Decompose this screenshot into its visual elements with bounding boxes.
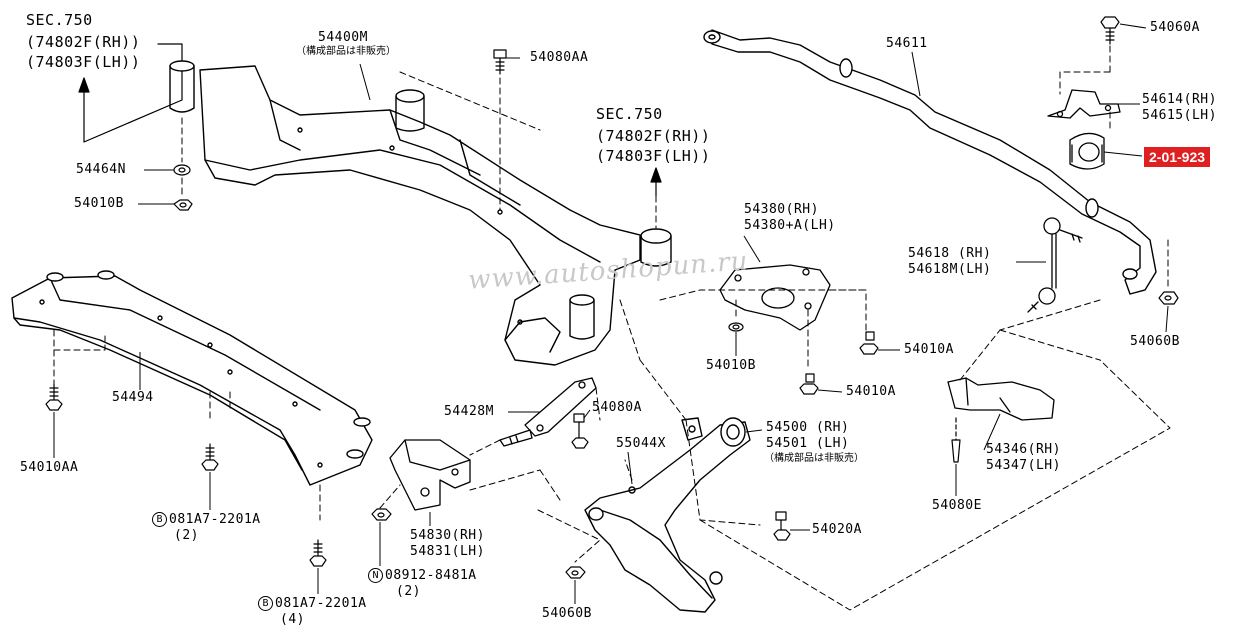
stabilizer-bar-54611	[703, 29, 1157, 295]
bracket-54830	[389, 439, 471, 511]
sec-ref-left-lh-text: 74803F(LH)	[35, 53, 131, 71]
lower-arm-54500	[584, 417, 751, 613]
qty-081a7-lower: (4)	[280, 612, 305, 627]
label-54400m[interactable]: 54400M	[318, 30, 368, 45]
label-081a7-lower-text: 081A7-2201A	[275, 596, 367, 611]
leaders-bracket	[379, 469, 561, 509]
label-081a7-upper-text: 081A7-2201A	[169, 512, 261, 527]
bolt-54060a	[1100, 16, 1120, 45]
nut-54060b-bottom	[565, 566, 586, 579]
bolt-54080a	[571, 413, 589, 449]
leaders-crossmember	[181, 71, 687, 421]
label-54080e[interactable]: 54080E	[932, 498, 982, 513]
label-54010b-top[interactable]: 54010B	[74, 196, 124, 211]
label-54618m[interactable]: 54618M(LH)	[908, 262, 992, 277]
leaders-54380	[735, 289, 1001, 381]
label-55044x[interactable]: 55044X	[616, 436, 666, 451]
bolt-54020a	[773, 511, 791, 541]
leaders-link	[469, 387, 601, 456]
bolt-54010aa	[45, 383, 63, 411]
bolt-081a7-upper	[201, 443, 219, 471]
sec-ref-right-lh-text: 74803F(LH)	[605, 147, 701, 165]
label-54614[interactable]: 54614(RH)	[1142, 92, 1217, 107]
washer-54010b-mid	[728, 322, 744, 332]
bolt-54080aa	[493, 49, 507, 75]
bolt-54010a-lower	[799, 373, 819, 395]
sec750-bracket-left	[78, 43, 183, 143]
bolt-081a7-lower	[309, 539, 327, 567]
sec-ref-right-title[interactable]: SEC.750	[596, 105, 663, 123]
bracket-54380	[719, 264, 831, 331]
leaders-bar	[999, 45, 1169, 361]
sec-ref-left-title[interactable]: SEC.750	[26, 11, 93, 29]
label-54380[interactable]: 54380(RH)	[744, 202, 819, 217]
label-54428m[interactable]: 54428M	[444, 404, 494, 419]
front-crossmember-54400m	[169, 60, 672, 366]
sec750-arrow-right	[650, 167, 662, 197]
bolt-code-b-icon: B	[152, 512, 167, 527]
label-54494[interactable]: 54494	[112, 390, 154, 405]
label-54060a[interactable]: 54060A	[1150, 20, 1200, 35]
label-54010a-1[interactable]: 54010A	[904, 342, 954, 357]
qty-081a7-upper: (2)	[174, 528, 199, 543]
label-54500[interactable]: 54500 (RH)	[766, 420, 850, 435]
label-54010b-mid[interactable]: 54010B	[706, 358, 756, 373]
note-54400m: （構成部品は非販売）	[296, 46, 396, 57]
nut-54060b-right	[1158, 291, 1179, 305]
note-54501: （構成部品は非販売）	[764, 453, 864, 464]
clip-54080e	[951, 417, 961, 463]
sec-ref-right-lh[interactable]: (74803F(LH))	[596, 147, 711, 165]
label-54615[interactable]: 54615(LH)	[1142, 108, 1217, 123]
nut-54010b-top	[173, 199, 193, 211]
member-54494	[11, 270, 373, 486]
bolt-code-b-icon-2: B	[258, 596, 273, 611]
label-54010a-2[interactable]: 54010A	[846, 384, 896, 399]
label-54831[interactable]: 54831(LH)	[410, 544, 485, 559]
sec-ref-left-lh[interactable]: (74803F(LH))	[26, 53, 141, 71]
label-54501[interactable]: 54501 (LH)	[766, 436, 850, 451]
nut-08912	[371, 508, 392, 521]
bushing-2-01-923	[1069, 132, 1105, 170]
sec-ref-right-rh-text: 74802F(RH)	[605, 127, 701, 145]
label-54464n[interactable]: 54464N	[76, 162, 126, 177]
shield-54346	[947, 377, 1055, 421]
label-08912-text: 08912-8481A	[385, 568, 477, 583]
label-54080a[interactable]: 54080A	[592, 400, 642, 415]
sec-ref-left-rh[interactable]: (74802F(RH))	[26, 33, 141, 51]
bolt-54010a-upper	[859, 331, 879, 355]
label-54380a[interactable]: 54380+A(LH)	[744, 218, 836, 233]
label-54060b-bottom[interactable]: 54060B	[542, 606, 592, 621]
stabilizer-link-54618	[1027, 217, 1083, 313]
label-54347[interactable]: 54347(LH)	[986, 458, 1061, 473]
label-54080aa[interactable]: 54080AA	[530, 50, 589, 65]
label-54611[interactable]: 54611	[886, 36, 928, 51]
label-54830[interactable]: 54830(RH)	[410, 528, 485, 543]
highlight-part-tag[interactable]: 2-01-923	[1144, 147, 1211, 167]
leaders-arm	[537, 289, 1171, 611]
label-54020a[interactable]: 54020A	[812, 522, 862, 537]
sec-ref-right-rh[interactable]: (74802F(RH))	[596, 127, 711, 145]
label-54060b-right[interactable]: 54060B	[1130, 334, 1180, 349]
sec-ref-left-rh-text: 74802F(RH)	[35, 33, 131, 51]
nut-code-n-icon: N	[368, 568, 383, 583]
leaders-member	[53, 329, 321, 521]
qty-08912: (2)	[396, 584, 421, 599]
label-54346[interactable]: 54346(RH)	[986, 442, 1061, 457]
label-54010aa[interactable]: 54010AA	[20, 460, 79, 475]
label-54618[interactable]: 54618 (RH)	[908, 246, 992, 261]
